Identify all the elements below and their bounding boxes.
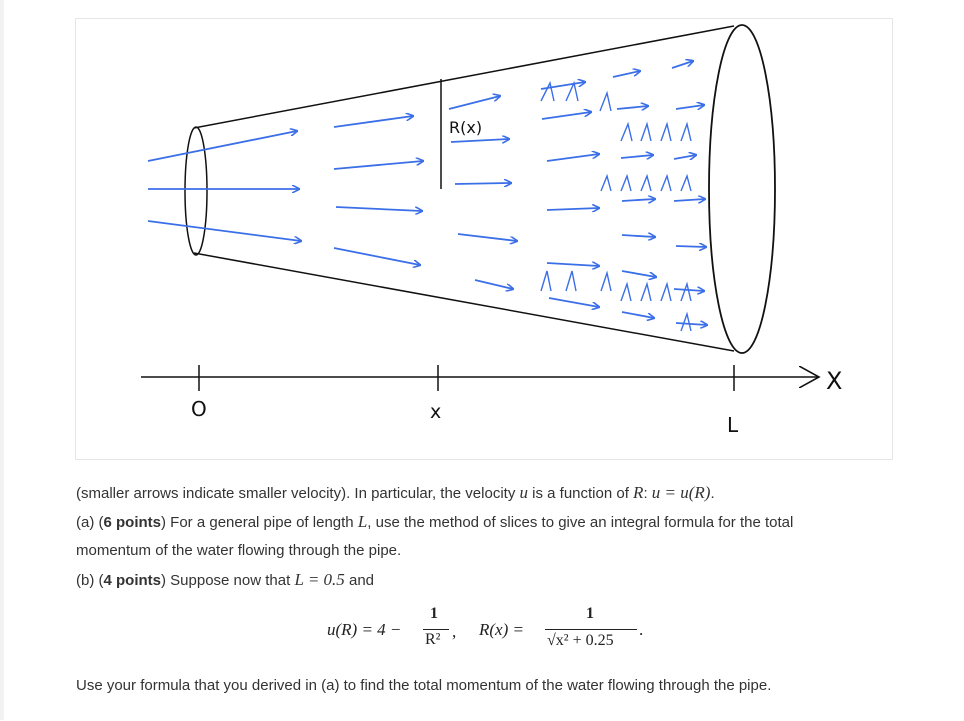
velocity-arrows	[147, 61, 707, 325]
eq-R-numerator: 1	[586, 605, 594, 622]
part-a-text: ) For a general pipe of length	[161, 514, 358, 531]
intro-text-4: .	[710, 485, 715, 502]
intro-text-2: is a function of	[527, 485, 634, 502]
pipe-top-edge	[193, 25, 735, 129]
paragraph-final: Use your formula that you derived in (a)…	[76, 677, 772, 694]
part-b-points: 4 points	[103, 572, 162, 589]
pipe-bottom-edge	[193, 252, 735, 352]
eq-R-lhs: R(x) =	[479, 620, 524, 639]
label-R-x: R(x)	[449, 118, 482, 137]
paragraph-part-a-line2: momentum of the water flowing through th…	[76, 542, 402, 559]
left-strip	[0, 0, 4, 720]
label-axis-X: X	[826, 367, 842, 395]
outlet-ticks	[540, 80, 692, 332]
eq-u-lhs: u(R) = 4 −	[327, 620, 402, 639]
pipe-inlet-ellipse	[184, 126, 208, 256]
part-b-end: and	[344, 572, 375, 589]
var-L: L	[357, 512, 368, 531]
part-b-text: ) Suppose now that	[161, 572, 295, 589]
paragraph-part-a: (a) (6 points) For a general pipe of len…	[76, 512, 793, 533]
eq-L-value: L = 0.5	[294, 570, 345, 589]
eq-R-denominator: √x² + 0.25	[547, 632, 614, 649]
part-b-prefix: (b) (	[76, 572, 104, 589]
eq-u-denominator: R²	[425, 631, 441, 648]
eq-u-fraction-bar	[423, 629, 449, 630]
label-x-tick: x	[430, 401, 441, 423]
eq-u-numerator: 1	[430, 605, 438, 622]
pipe-figure: R(x) O x L X	[75, 18, 893, 460]
intro-text-1: (smaller arrows indicate smaller velocit…	[76, 485, 520, 502]
paragraph-intro: (smaller arrows indicate smaller velocit…	[76, 483, 715, 504]
eq-u-of-R: u = u(R)	[651, 483, 711, 502]
part-a-points: 6 points	[103, 514, 162, 531]
eq-R-fraction-bar	[545, 629, 637, 630]
pipe-outlet-ellipse	[708, 24, 776, 354]
intro-text-3: :	[643, 485, 652, 502]
part-a-prefix: (a) (	[76, 514, 104, 531]
label-origin: O	[191, 397, 207, 421]
var-u: u	[519, 483, 528, 502]
equation-block: u(R) = 4 − 1 R² , R(x) = 1 √x² + 0.25 .	[0, 600, 964, 660]
eq-period: .	[639, 620, 644, 639]
label-L: L	[727, 413, 739, 437]
eq-comma: ,	[452, 622, 457, 641]
part-a-text-2: , use the method of slices to give an in…	[367, 514, 794, 531]
paragraph-part-b: (b) (4 points) Suppose now that L = 0.5 …	[76, 570, 374, 591]
var-R: R	[633, 483, 644, 502]
